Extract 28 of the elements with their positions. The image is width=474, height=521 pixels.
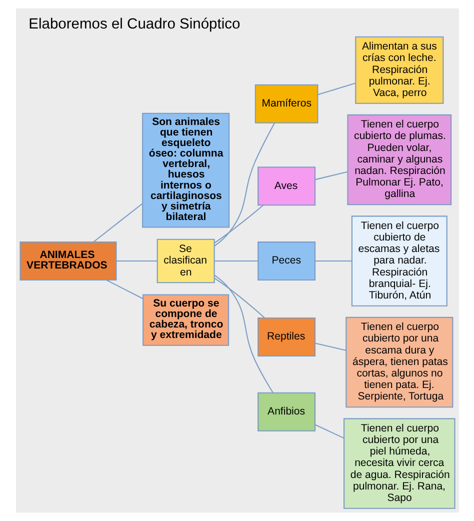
connector [214,204,264,244]
connector [314,342,346,351]
node-box: ANIMALES VERTEBRADOS [19,242,116,281]
connector [214,260,258,262]
node-box: Su cuerpo se compone de cabeza, tronco y extremidade [142,294,229,346]
connector [314,424,344,439]
node-box: Tienen el cuerpo cubierto por una escama dura y áspera, tienen patas cortas, algunos no tienen pata. Ej. Serpiente, Tortuga [345,316,453,408]
node-box: Reptiles [257,317,316,356]
node-box: Aves [257,166,316,206]
node-box: Tienen el cuerpo cubierto de escamas y aletas para nadar. Respiración branquial- Ej. Tiburón, Atún [350,216,447,306]
connector [214,274,273,393]
connector [214,278,264,318]
node-box: Tienen el cuerpo cubierto por una piel húmeda, necesita vivir cerca de agua. Respiración pulmonar. Ej. Rana, Sapo [343,418,455,509]
connector [317,82,355,96]
connector [314,260,352,262]
connector [314,171,347,180]
connector [92,203,142,242]
connector [106,280,143,300]
diagram-title: Elaboremos el Cuadro Sinóptico [28,16,240,33]
node-box: Tienen el cuerpo cubierto de plumas. Pueden volar, caminar y algunas nadan. Respiración Pulmonar Ej. Pato, gallina [346,114,452,206]
node-box: Alimentan a sus crías con leche. Respiración pulmonar. Ej. Vaca, perro [354,36,444,104]
node-box: Se clasifican en [156,238,214,284]
connector [116,260,157,262]
node-box: Mamíferos [254,84,318,124]
node-box: Son animales que tienen esqueleto óseo: columna vertebral, huesos internos o cartilaginosos y simetría bilateral [142,112,230,228]
node-box: Anfibios [257,392,316,432]
connector [214,122,274,247]
node-box: Peces [257,242,316,281]
